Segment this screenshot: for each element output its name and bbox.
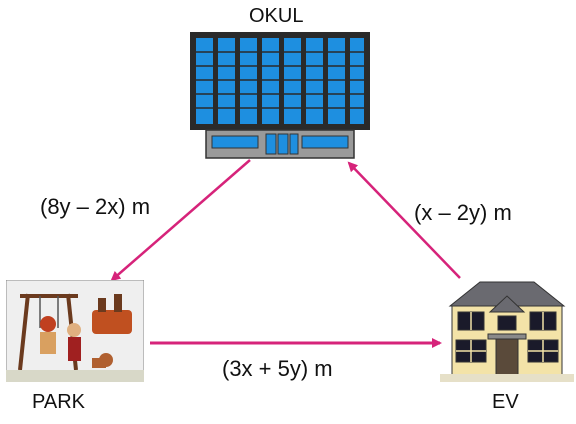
arrow-school-to-park: [110, 159, 251, 282]
edge-label-school-park: (8y – 2x) m: [40, 194, 151, 219]
school-building-icon: [190, 32, 370, 159]
arrow-home-to-school: [347, 161, 461, 279]
park-label: PARK: [32, 391, 85, 413]
house-icon: [440, 281, 574, 382]
edge-label-park-home: (3x + 5y) m: [222, 356, 333, 381]
home-label: EV: [492, 391, 519, 413]
edge-label-home-school: (x – 2y) m: [414, 200, 512, 225]
park-playground-icon: [6, 280, 144, 382]
school-label: OKUL: [249, 5, 304, 27]
